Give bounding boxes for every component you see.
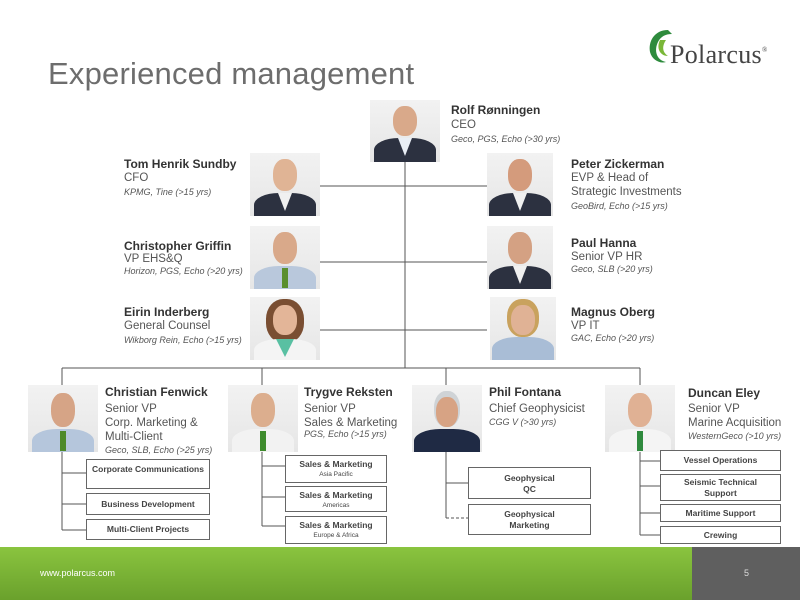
counsel-role: General Counsel — [124, 320, 211, 332]
fenwick-history: Geco, SLB, Echo (>25 yrs) — [105, 445, 213, 455]
fontana-photo — [412, 385, 482, 452]
footer-url: www.polarcus.com — [40, 568, 116, 578]
unit-sublabel: Asia Pacific — [319, 471, 353, 478]
counsel-name: Eirin Inderberg — [124, 305, 210, 319]
unit-label: Multi-Client Projects — [106, 524, 190, 534]
reksten-role-line1: Senior VP — [304, 403, 356, 415]
eley-role-line1: Senior VP — [688, 403, 740, 415]
reksten-role-line2: Sales & Marketing — [304, 417, 398, 429]
unit-label: Vessel Operations — [683, 455, 758, 465]
unit-box: Maritime Support — [660, 504, 781, 522]
unit-label: Geophysical QC — [504, 473, 555, 494]
it-history: GAC, Echo (>20 yrs) — [571, 333, 655, 343]
unit-box: Seismic Technical Support — [660, 474, 781, 501]
fenwick-role-line1: Senior VP — [105, 403, 157, 415]
it-name: Magnus Oberg — [571, 305, 656, 319]
page-number: 5 — [744, 568, 750, 578]
evp-name: Peter Zickerman — [571, 157, 665, 171]
ehs-role: VP EHS&Q — [124, 253, 183, 265]
unit-label: Maritime Support — [685, 508, 756, 518]
cfo-name: Tom Henrik Sundby — [124, 157, 237, 171]
polarcus-swirl-icon — [649, 30, 672, 63]
eley-photo — [605, 385, 675, 452]
it-role: VP IT — [571, 320, 600, 332]
ceo-name: Rolf Rønningen — [451, 103, 541, 117]
hr-photo — [487, 226, 553, 289]
unit-box: Multi-Client Projects — [86, 519, 210, 540]
logo-wordmark: Polarcus — [670, 40, 762, 69]
eley-name: Duncan Eley — [688, 386, 761, 400]
ehs-history: Horizon, PGS, Echo (>20 yrs) — [124, 266, 243, 276]
eley-role-line2: Marine Acquisition — [688, 417, 782, 429]
eley-history: WesternGeco (>10 yrs) — [688, 431, 782, 441]
ehs-name: Christopher Griffin — [124, 239, 232, 253]
unit-box: Business Development — [86, 493, 210, 515]
ceo-role: CEO — [451, 119, 476, 131]
evp-photo — [487, 153, 553, 216]
hr-history: Geco, SLB (>20 yrs) — [571, 264, 653, 274]
page-title: Experienced management — [48, 56, 415, 91]
ceo-history: Geco, PGS, Echo (>30 yrs) — [451, 134, 561, 144]
hr-role: Senior VP HR — [571, 251, 643, 263]
unit-label: Sales & Marketing — [299, 520, 373, 530]
logo-registered-mark: ® — [761, 46, 768, 54]
unit-box: Corporate Communications — [86, 459, 210, 489]
reksten-history: PGS, Echo (>15 yrs) — [304, 429, 387, 439]
unit-box: Vessel Operations — [660, 450, 781, 471]
counsel-history: Wikborg Rein, Echo (>15 yrs) — [124, 335, 242, 345]
unit-box: Geophysical QC — [468, 467, 591, 499]
fenwick-role-line3: Multi-Client — [105, 431, 163, 443]
unit-label: Corporate Communications — [92, 464, 204, 474]
hr-name: Paul Hanna — [571, 236, 637, 250]
unit-label: Sales & Marketing — [299, 459, 373, 469]
counsel-photo — [250, 297, 320, 360]
fenwick-name: Christian Fenwick — [105, 385, 208, 399]
fontana-name: Phil Fontana — [489, 385, 561, 399]
unit-label: Seismic Technical Support — [683, 477, 758, 498]
unit-label: Sales & Marketing — [299, 490, 373, 500]
reksten-name: Trygve Reksten — [304, 385, 393, 399]
footer-page-block — [692, 547, 800, 600]
fontana-role: Chief Geophysicist — [489, 403, 585, 415]
unit-label: Business Development — [101, 499, 195, 509]
fontana-history: CGG V (>30 yrs) — [489, 417, 557, 427]
ceo-photo — [370, 100, 440, 162]
unit-label: Crewing — [703, 530, 738, 540]
reksten-photo — [228, 385, 298, 452]
cfo-role: CFO — [124, 172, 149, 184]
evp-role-line2: Strategic Investments — [571, 186, 682, 198]
cfo-history: KPMG, Tine (>15 yrs) — [124, 187, 212, 197]
fenwick-photo — [28, 385, 98, 452]
fenwick-role-line2: Corp. Marketing & — [105, 417, 198, 429]
ehs-photo — [250, 226, 320, 289]
it-photo — [490, 297, 556, 360]
unit-label: Geophysical Marketing — [504, 509, 555, 530]
unit-box: Crewing — [660, 526, 781, 544]
unit-box: Geophysical Marketing — [468, 504, 591, 535]
unit-sublabel: Americas — [322, 502, 350, 509]
evp-history: GeoBird, Echo (>15 yrs) — [571, 201, 668, 211]
polarcus-logo: Polarcus® — [646, 26, 776, 72]
evp-role-line1: EVP & Head of — [571, 172, 649, 184]
footer-bar — [0, 547, 692, 600]
cfo-photo — [250, 153, 320, 216]
unit-sublabel: Europe & Africa — [313, 532, 359, 539]
